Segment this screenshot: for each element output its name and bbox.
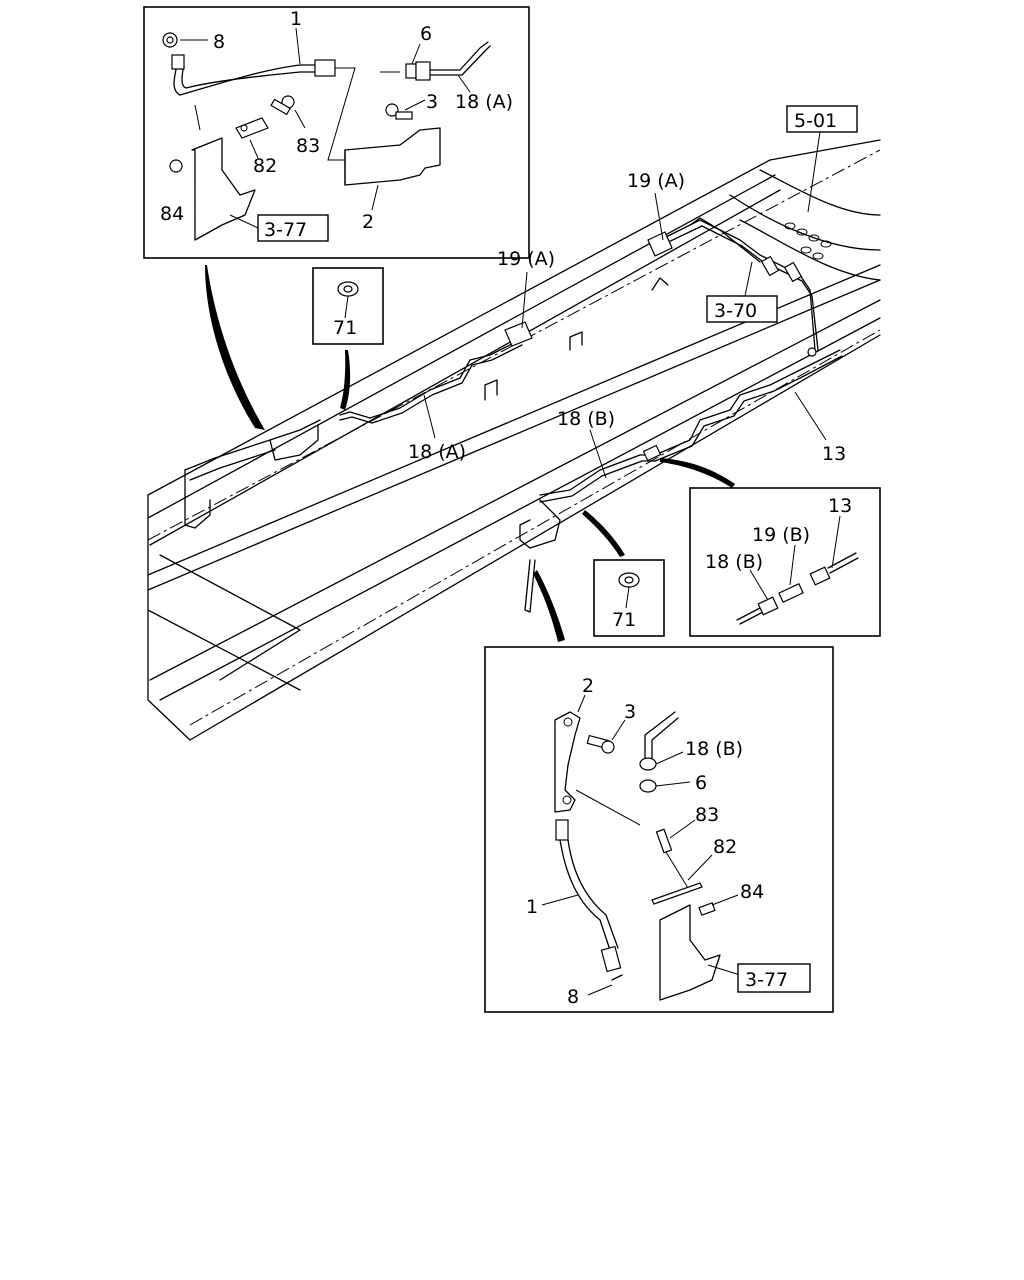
chassis-frame	[147, 139, 881, 741]
label-tl-82: 82	[253, 155, 277, 177]
connector-label-13: 13	[828, 495, 852, 517]
connector-label-19b: 19 (B)	[752, 524, 810, 546]
bottom-label-83: 83	[695, 804, 719, 826]
label-tl-83: 83	[296, 135, 320, 157]
main-labels: 5-01 19 (A) 3-70 19 (A) 18 (A) 18 (B) 13	[408, 105, 858, 479]
grommet-detail-top: 71	[312, 267, 384, 345]
brake-pipes	[184, 217, 843, 613]
bottom-label-1: 1	[526, 896, 538, 918]
detail-panel-bottom: 2 3 18 (B) 6 83 82 84 1 8 3-77	[484, 646, 834, 1013]
label-tl-18a: 18 (A)	[455, 91, 513, 113]
label-tl-1: 1	[290, 8, 302, 30]
connector-detail: 13 19 (B) 18 (B)	[689, 487, 881, 637]
bottom-label-82: 82	[713, 836, 737, 858]
label-13-main: 13	[822, 443, 846, 465]
bottom-label-3: 3	[624, 701, 636, 723]
detail-panel-top: 8 1 6 18 (A) 3 83 82 84 2 3-77	[143, 6, 530, 259]
label-18b-main: 18 (B)	[557, 408, 615, 430]
connector-label-18b: 18 (B)	[705, 551, 763, 573]
label-tl-84: 84	[160, 203, 184, 225]
label-19a-right: 19 (A)	[627, 170, 685, 192]
label-tl-3: 3	[426, 91, 438, 113]
bottom-label-8: 8	[567, 986, 579, 1008]
callout-pointers	[205, 265, 735, 642]
ref-5-01: 5-01	[794, 110, 837, 132]
ref-3-70: 3-70	[714, 300, 757, 322]
bottom-label-84: 84	[740, 881, 764, 903]
bottom-label-18b: 18 (B)	[685, 738, 743, 760]
bottom-label-6: 6	[695, 772, 707, 794]
label-18a-main: 18 (A)	[408, 441, 466, 463]
grommet-top-71: 71	[333, 317, 357, 339]
label-tl-6: 6	[420, 23, 432, 45]
grommet-bottom-71: 71	[612, 609, 636, 631]
label-tl-8: 8	[213, 31, 225, 53]
ref-bottom-3-77: 3-77	[745, 969, 788, 991]
bottom-label-2: 2	[582, 675, 594, 697]
label-tl-2: 2	[362, 211, 374, 233]
ref-tl-3-77: 3-77	[264, 219, 307, 241]
label-19a-left: 19 (A)	[497, 248, 555, 270]
grommet-detail-bottom: 71	[593, 559, 665, 637]
